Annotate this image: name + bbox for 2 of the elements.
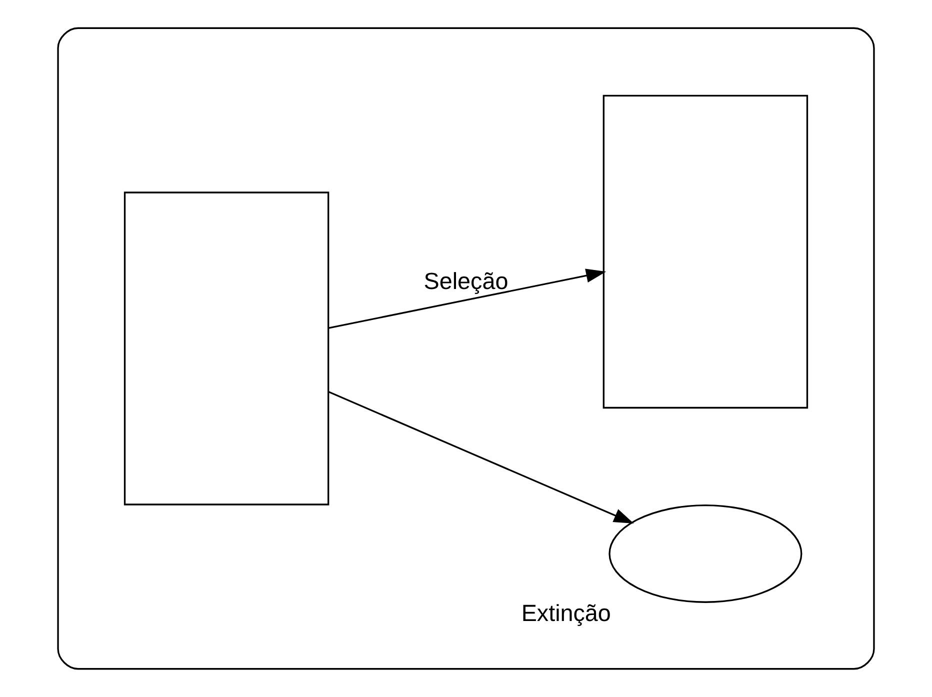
edge-label: Seleção: [424, 268, 508, 294]
node-label: Extinção: [521, 600, 611, 626]
